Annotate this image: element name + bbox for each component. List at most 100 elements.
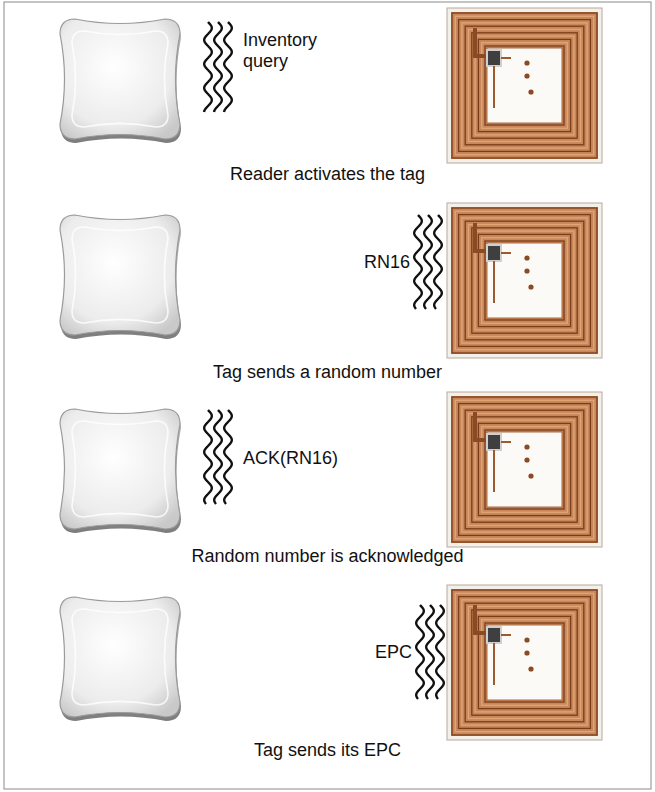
coil-turn (459, 215, 591, 347)
coil-turn (482, 620, 568, 706)
message-label: Inventory query (243, 30, 343, 72)
tag-substrate (447, 585, 602, 740)
coil-turn (452, 397, 597, 542)
outer-frame (4, 2, 651, 789)
tag-trace (494, 58, 511, 108)
coil-turn (475, 420, 574, 519)
reader-body (60, 215, 180, 335)
tag-pad (524, 457, 529, 462)
tag-substrate (447, 392, 602, 547)
reader-device (60, 19, 181, 143)
tag-pad (524, 444, 529, 449)
coil-turn (462, 218, 587, 343)
tag-coil-ground (451, 589, 598, 736)
tag-pad (528, 89, 533, 94)
tag-pad (524, 637, 529, 642)
tag-coil-ground (451, 207, 598, 354)
message-label: RN16 (364, 252, 410, 273)
coil-turn (475, 613, 574, 712)
reader-body (60, 409, 180, 529)
coil-turn (469, 607, 581, 719)
coil-turn (452, 208, 597, 353)
coil-turn (459, 404, 591, 536)
step-caption: Tag sends its EPC (0, 740, 655, 761)
tag-inner-area (487, 243, 562, 318)
radio-wave (224, 410, 232, 504)
coil-turn (472, 610, 577, 715)
tag-coil-ground (451, 12, 598, 159)
reader-body (60, 19, 180, 139)
tag-chip (487, 245, 501, 261)
tag-chip (487, 50, 501, 66)
step-caption: Reader activates the tag (0, 164, 655, 185)
tag-inner-area (487, 625, 562, 700)
tag-pad (528, 666, 533, 671)
reader-highlight (72, 609, 168, 705)
coil-turn (462, 23, 587, 148)
coil-turn (465, 603, 584, 722)
radio-wave (426, 605, 434, 699)
coil-turn (478, 423, 570, 515)
tag-inner-area (487, 432, 562, 507)
rfid-tag (447, 585, 602, 740)
rfid-tag (447, 203, 602, 358)
tag-pad (528, 284, 533, 289)
tag-pad (524, 255, 529, 260)
coil-turn (472, 417, 577, 522)
tag-pad (524, 650, 529, 655)
coil-turn (469, 225, 581, 337)
tag-chip (487, 434, 501, 450)
coil-turn (462, 600, 587, 725)
coil-turn (485, 46, 564, 125)
rfid-tag (447, 8, 602, 163)
coil-turn (455, 593, 593, 731)
reader-device (60, 215, 181, 339)
coil-turn (475, 36, 574, 135)
radio-wave (204, 22, 212, 112)
coil-turn (469, 30, 581, 142)
coil-turn (478, 39, 570, 131)
tag-coil-ground (451, 396, 598, 543)
coil-turn (465, 221, 584, 340)
message-label: ACK(RN16) (243, 448, 338, 469)
reader-device (60, 409, 181, 533)
radio-wave (436, 605, 444, 699)
message-label: EPC (375, 642, 412, 663)
coil-turn (475, 231, 574, 330)
coil-turn (452, 13, 597, 158)
coil-turn (469, 414, 581, 526)
coil-turn (459, 20, 591, 152)
reader-body (60, 597, 180, 717)
coil-turn (485, 430, 564, 509)
tag-pad (524, 60, 529, 65)
step-caption: Tag sends a random number (0, 362, 655, 383)
reader-highlight (72, 31, 168, 127)
coil-turn (465, 410, 584, 529)
tag-trace (494, 253, 511, 303)
tag-chip (487, 627, 501, 643)
radio-wave (416, 605, 424, 699)
coil-turn (472, 33, 577, 138)
tag-inner-area (487, 48, 562, 123)
coil-turn (452, 590, 597, 735)
coil-turn (482, 238, 568, 324)
coil-turn (455, 16, 593, 154)
coil-turn (459, 597, 591, 729)
tag-trace (494, 442, 511, 492)
reader-highlight (72, 227, 168, 323)
step-caption: Random number is acknowledged (0, 546, 655, 567)
radio-wave (434, 215, 442, 309)
coil-turn (478, 616, 570, 708)
coil-turn (465, 26, 584, 145)
tag-pad (524, 268, 529, 273)
tag-pad (524, 73, 529, 78)
radio-wave (424, 215, 432, 309)
radio-wave (224, 22, 232, 112)
coil-turn (485, 241, 564, 320)
coil-turn (482, 43, 568, 129)
radio-wave (414, 215, 422, 309)
coil-turn (455, 211, 593, 349)
coil-turn (485, 623, 564, 702)
